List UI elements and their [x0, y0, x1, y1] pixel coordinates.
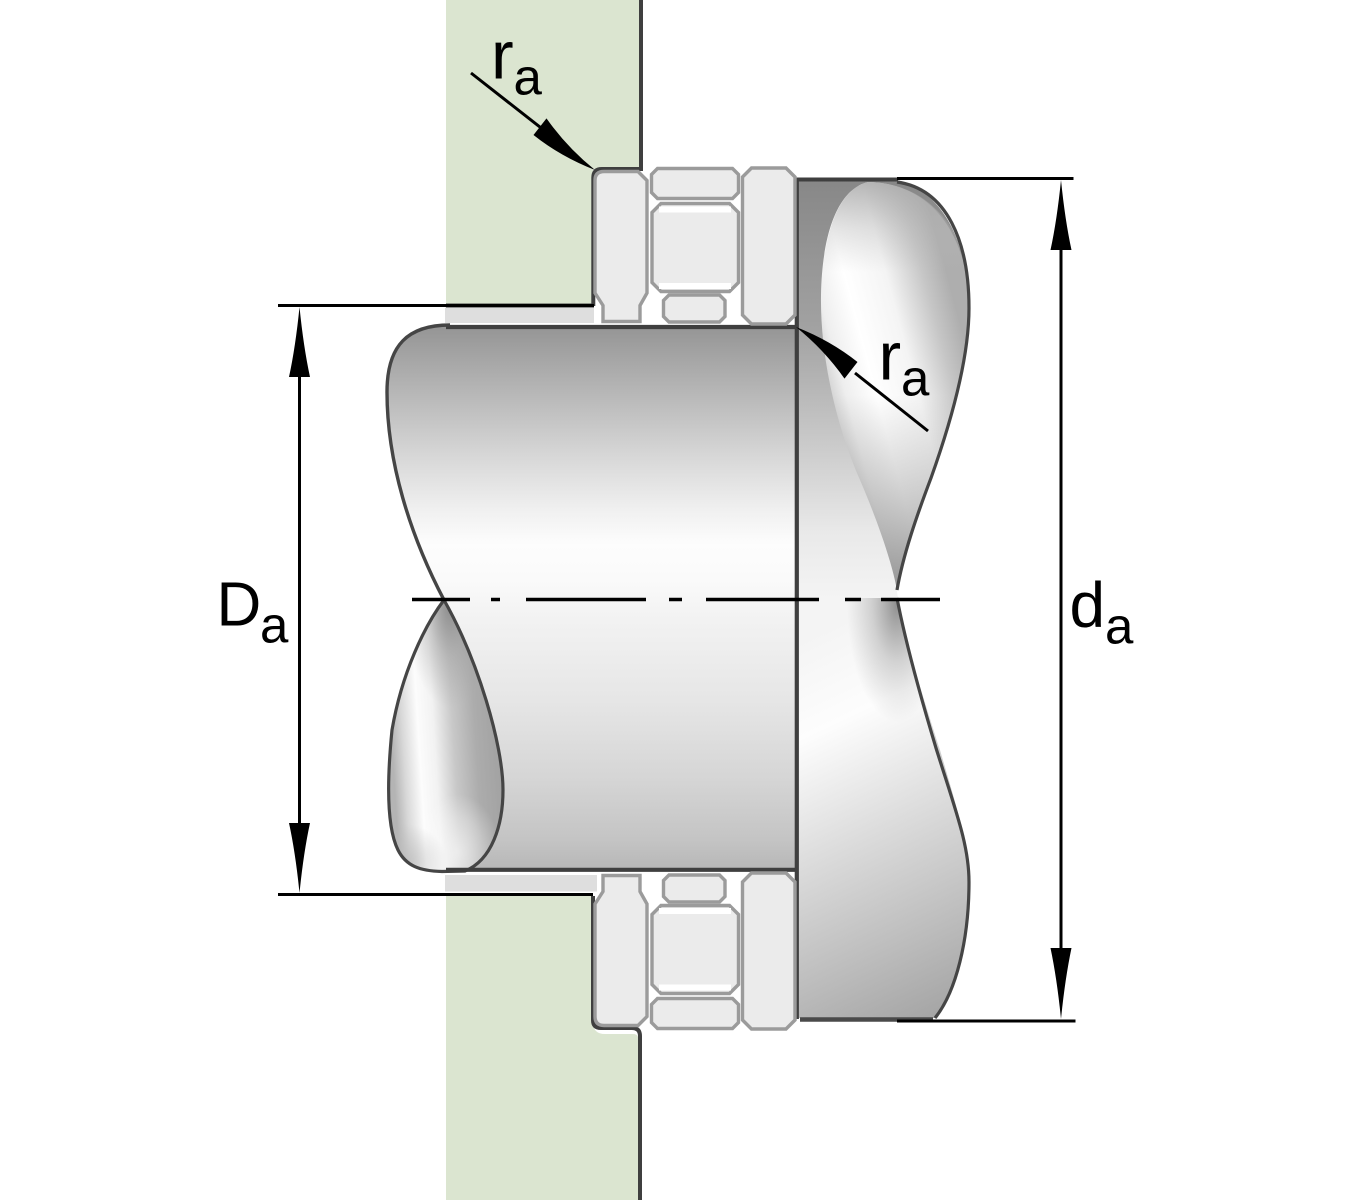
svg-text:r: r [491, 18, 514, 94]
svg-text:a: a [260, 597, 289, 654]
svg-text:a: a [901, 350, 930, 407]
svg-text:r: r [879, 319, 902, 395]
svg-text:D: D [217, 571, 262, 640]
svg-text:a: a [1105, 598, 1134, 655]
svg-text:a: a [514, 49, 543, 106]
svg-text:d: d [1070, 569, 1106, 641]
